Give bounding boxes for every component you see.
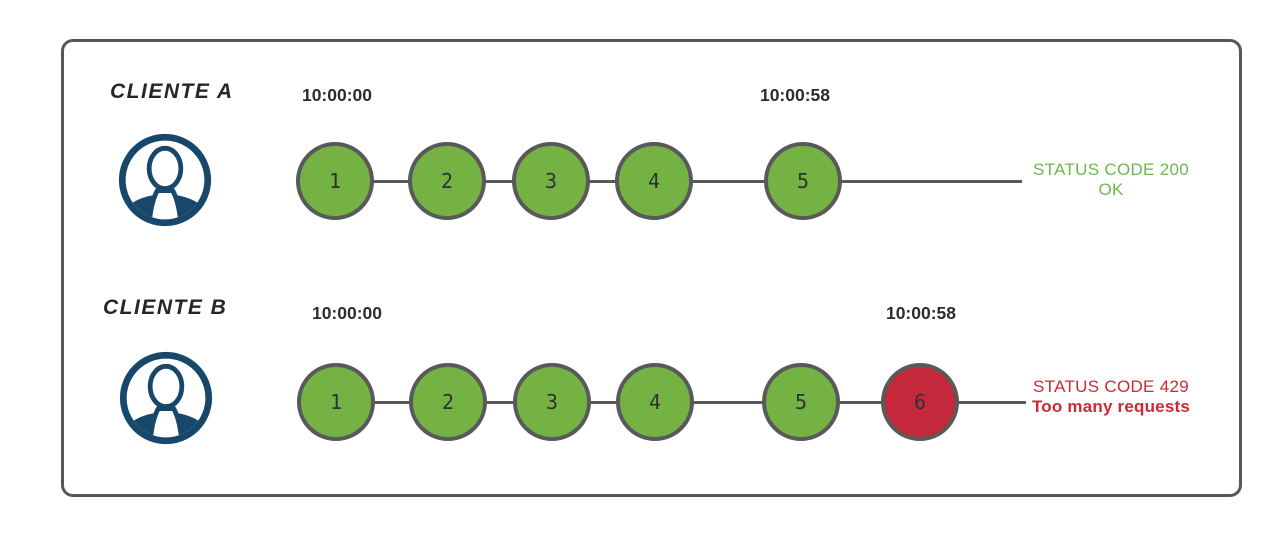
client-b-start-timestamp: 10:00:00 xyxy=(311,303,383,323)
client-a-status-text: STATUS CODE 200 OK xyxy=(1026,160,1196,200)
client-b-status-text: STATUS CODE 429 Too many requests xyxy=(1026,377,1196,417)
client-a-end-timestamp: 10:00:58 xyxy=(759,85,831,105)
client-a-label: CLIENTE A xyxy=(110,80,234,103)
status-code-line: STATUS CODE 200 xyxy=(1033,160,1189,179)
user-avatar-icon xyxy=(118,133,212,227)
user-avatar-icon xyxy=(119,351,213,445)
client-b-end-timestamp: 10:00:58 xyxy=(885,303,957,323)
status-message-line: Too many requests xyxy=(1031,397,1190,416)
client-a-start-timestamp: 10:00:00 xyxy=(301,85,373,105)
status-message-line: OK xyxy=(1098,180,1124,199)
diagram-frame xyxy=(61,39,1242,497)
status-code-line: STATUS CODE 429 xyxy=(1033,377,1189,396)
client-b-label: CLIENTE B xyxy=(103,296,228,319)
